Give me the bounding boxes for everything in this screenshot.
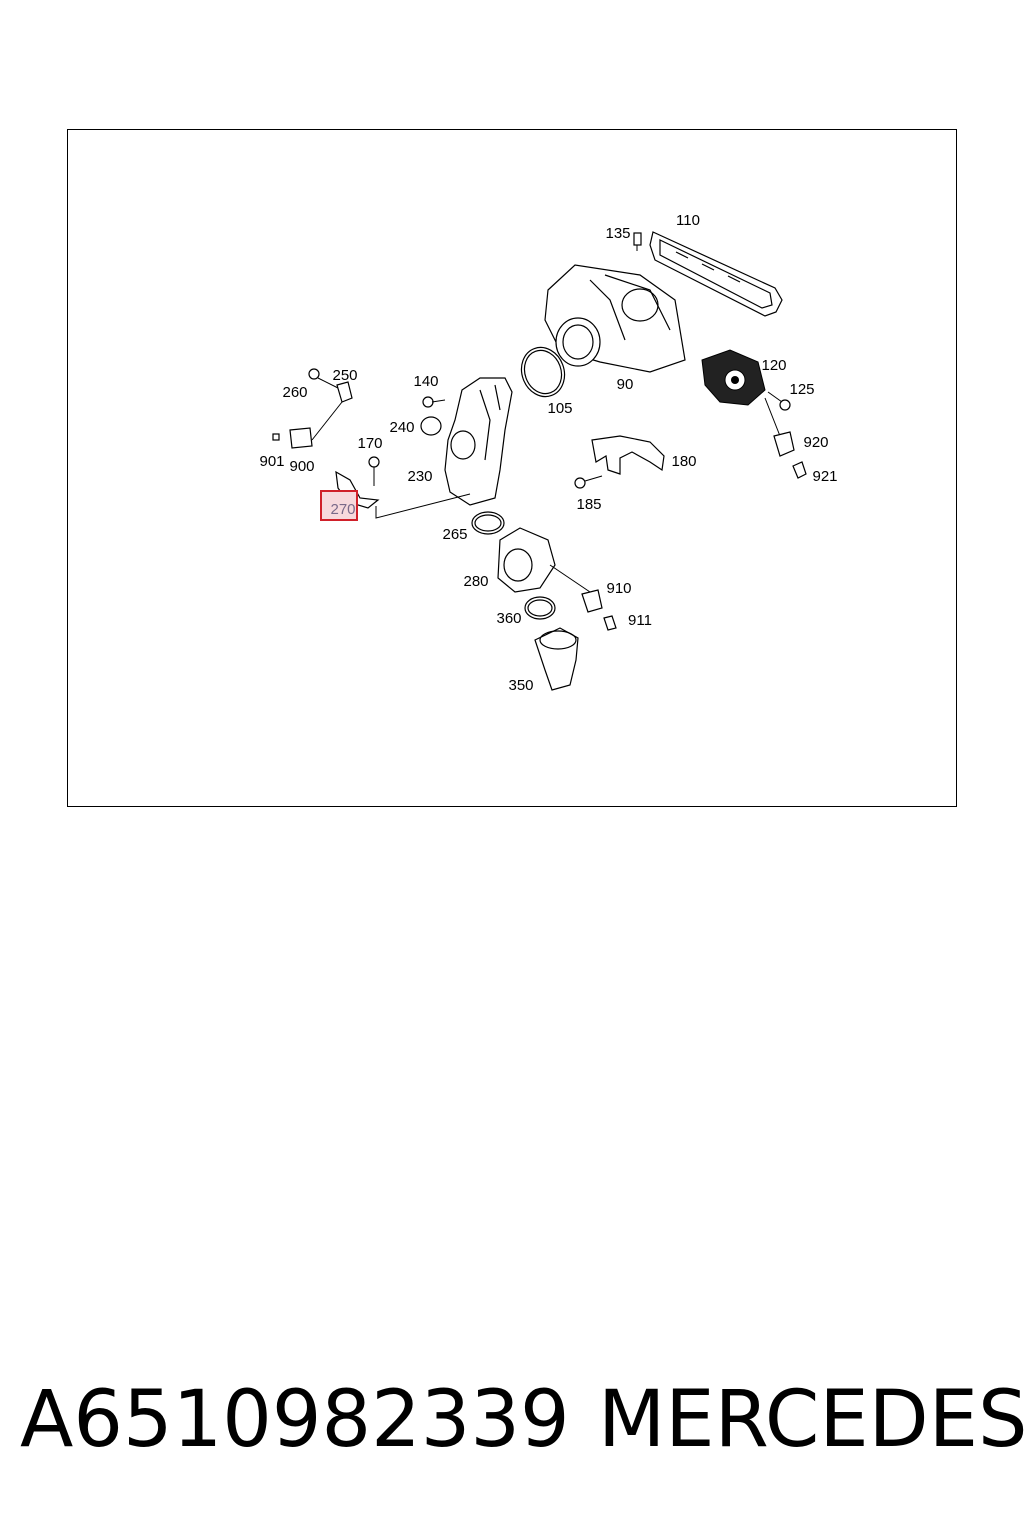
o-ring-105-drawing xyxy=(520,346,566,398)
callout-911: 911 xyxy=(628,612,652,629)
callout-901: 901 xyxy=(259,453,284,470)
callout-240: 240 xyxy=(389,419,414,436)
pump-housing-90-drawing xyxy=(544,264,686,373)
callout-140: 140 xyxy=(413,373,438,390)
callout-110: 110 xyxy=(676,212,700,229)
callout-170: 170 xyxy=(357,435,382,452)
o-ring-360-drawing xyxy=(524,596,556,620)
callout-135: 135 xyxy=(605,225,630,242)
callout-250: 250 xyxy=(332,367,357,384)
callout-910: 910 xyxy=(606,580,631,597)
connector-910-911-drawing xyxy=(581,589,617,631)
brand-name: MERCEDES xyxy=(598,1375,1024,1465)
callout-260: 260 xyxy=(282,384,307,401)
callout-360: 360 xyxy=(496,610,521,627)
bolt-125-drawing xyxy=(767,391,791,411)
callout-180: 180 xyxy=(671,453,696,470)
bracket-180-drawing xyxy=(591,435,665,475)
callout-185: 185 xyxy=(576,496,601,513)
callout-280: 280 xyxy=(463,573,488,590)
impeller-120-drawing xyxy=(701,349,766,406)
gasket-110-drawing xyxy=(649,231,783,317)
o-ring-240-drawing xyxy=(420,416,442,436)
callout-921: 921 xyxy=(812,468,837,485)
callout-900: 900 xyxy=(289,458,314,475)
callout-350: 350 xyxy=(508,677,533,694)
bolt-170-drawing xyxy=(368,456,380,486)
housing-230-drawing xyxy=(444,377,513,506)
callout-230: 230 xyxy=(407,468,432,485)
highlight-box-270 xyxy=(320,490,358,521)
callout-90: 90 xyxy=(617,376,634,393)
o-ring-265-drawing xyxy=(471,511,505,535)
callout-105: 105 xyxy=(547,400,572,417)
callout-920: 920 xyxy=(803,434,828,451)
plug-135-drawing xyxy=(633,232,642,251)
footer-caption: A6510982339 MERCEDES xyxy=(0,1370,1024,1470)
bolt-185-drawing xyxy=(574,475,603,489)
diagram-frame xyxy=(67,129,957,807)
bolt-140-drawing xyxy=(422,396,446,408)
connector-920-921-drawing xyxy=(764,397,807,479)
callout-125: 125 xyxy=(789,381,814,398)
part-number: A6510982339 xyxy=(20,1375,570,1465)
sensor-250-260-drawing xyxy=(308,368,353,441)
connector-900-901-drawing xyxy=(272,427,313,449)
callout-120: 120 xyxy=(761,357,786,374)
thermostat-housing-280-drawing xyxy=(497,527,591,593)
callout-270-highlighted[interactable]: 270 xyxy=(330,501,355,518)
callout-265: 265 xyxy=(442,526,467,543)
pipe-350-drawing xyxy=(534,627,579,691)
